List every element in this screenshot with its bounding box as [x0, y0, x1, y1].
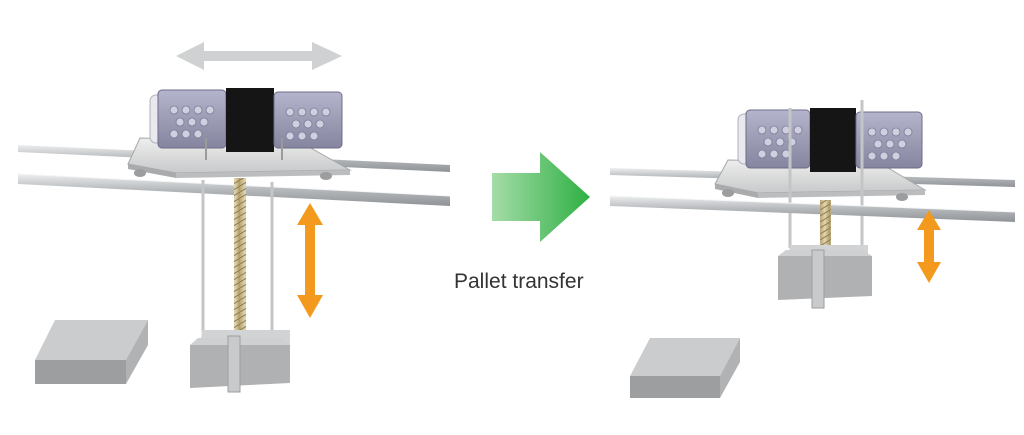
horizontal-motion-arrow-icon [176, 42, 342, 70]
right-scene [609, 100, 1016, 398]
left-scene [17, 42, 451, 393]
left-vertical-motion-arrow-icon [297, 203, 323, 318]
left-lift-block [190, 330, 290, 393]
left-motor [149, 88, 343, 160]
left-ball-screw [234, 178, 246, 334]
transition-right-arrow-icon [492, 152, 590, 242]
right-front-rail [609, 195, 1016, 222]
right-motor [737, 100, 923, 250]
caption-pallet-transfer: Pallet transfer [454, 270, 584, 293]
right-ball-screw [820, 200, 831, 250]
left-pallet-block [35, 320, 148, 384]
right-pallet-block [630, 338, 740, 398]
left-lift-mechanism [201, 178, 274, 334]
right-lift-block [778, 245, 872, 309]
right-vertical-motion-arrow-icon [917, 210, 941, 283]
